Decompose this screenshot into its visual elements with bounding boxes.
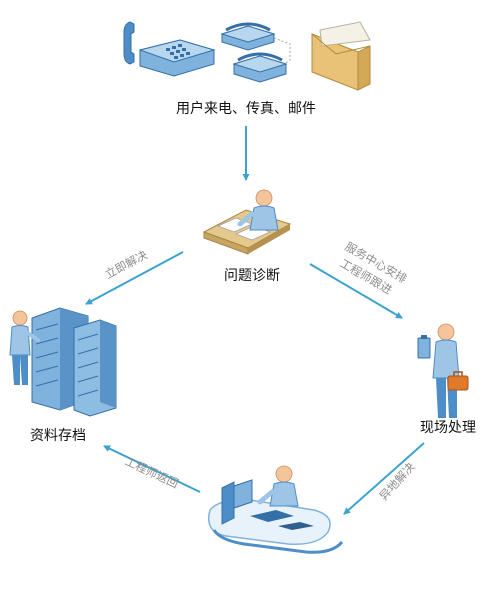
onsite-label: 现场处理 [420, 420, 476, 436]
fax-machine-icon [220, 22, 291, 83]
archive-label: 资料存档 [30, 428, 86, 444]
arrow-diagnosis-to-onsite [309, 263, 403, 319]
technician-with-briefcase-icon [417, 323, 469, 418]
computer-workstation-icon [208, 465, 344, 554]
edge-label-engineer-return: 工程师返回 [123, 454, 181, 491]
server-rack-icon [9, 307, 117, 417]
arrow-onsite-to-remote [343, 442, 425, 515]
envelope-icon [311, 21, 371, 91]
person-at-desk-icon [202, 189, 292, 255]
arrow-diagnosis-to-archive [85, 251, 184, 305]
diagnosis-label: 问题诊断 [224, 268, 280, 284]
edge-label-immediate: 立即解决 [103, 247, 151, 281]
inbound-label: 用户来电、传真、邮件 [176, 100, 316, 117]
desk-phone-icon [123, 21, 216, 77]
arrow-remote-to-archive [103, 445, 201, 493]
